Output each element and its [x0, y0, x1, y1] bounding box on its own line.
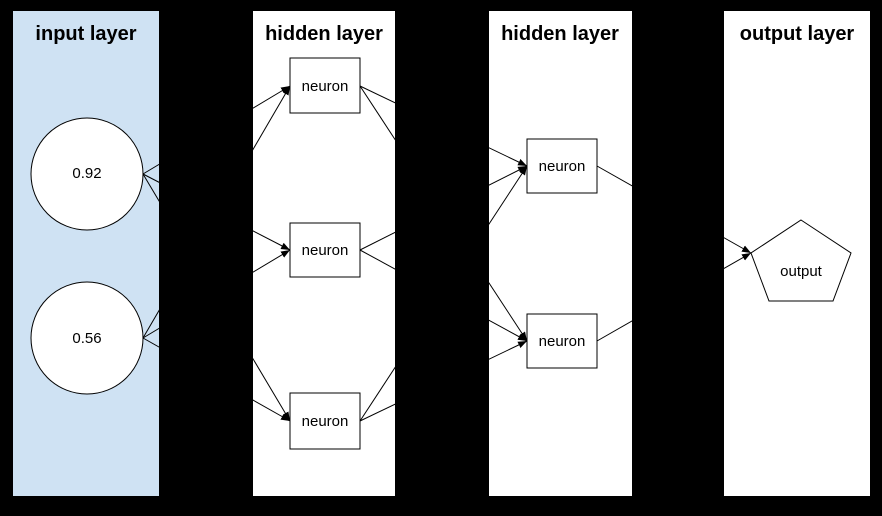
edge-hidden1b-to-hidden2b	[359, 249, 528, 342]
hidden-layer-1-title: hidden layer	[265, 23, 383, 45]
hidden2-node-1-label: neuron	[539, 158, 586, 175]
hidden2-node-2-box	[526, 313, 598, 369]
input-node-2-circle	[30, 281, 144, 395]
hidden1-node-3-box	[289, 392, 361, 450]
edge-hidden1c-to-hidden2a	[359, 165, 528, 422]
output-node-pentagon	[750, 219, 852, 302]
edge-hidden1a-to-hidden2a	[359, 85, 528, 167]
edge-input2-to-hidden1c	[142, 337, 291, 422]
edge-hidden1c-to-hidden2b	[359, 340, 528, 422]
panel-hidden-layer-2	[489, 11, 632, 496]
edge-hidden1a-to-hidden2b	[359, 85, 528, 342]
edge-hidden2a-to-output	[596, 165, 752, 254]
hidden1-node-1-box	[289, 57, 361, 114]
input-node-1-circle	[30, 117, 144, 231]
hidden1-node-2-box	[289, 222, 361, 278]
hidden1-node-1-label: neuron	[302, 78, 349, 95]
edge-hidden2b-to-output	[596, 252, 752, 342]
hidden2-node-1-box	[526, 138, 598, 194]
hidden-layer-2-title: hidden layer	[501, 23, 619, 45]
hidden2-node-2-label: neuron	[539, 333, 586, 350]
hidden1-node-3-label: neuron	[302, 413, 349, 430]
output-layer-title: output layer	[740, 23, 855, 45]
hidden1-node-2-label: neuron	[302, 242, 349, 259]
input-node-1-value: 0.92	[72, 165, 101, 182]
edge-hidden1b-to-hidden2a	[359, 165, 528, 251]
edge-input2-to-hidden1a	[142, 85, 291, 339]
input-layer-title: input layer	[35, 23, 136, 45]
edge-input1-to-hidden1a	[142, 85, 291, 175]
edge-input2-to-hidden1b	[142, 249, 291, 339]
panel-input-layer	[13, 11, 159, 496]
output-node-label: output	[780, 263, 823, 280]
edge-input1-to-hidden1c	[142, 173, 291, 422]
input-node-2-value: 0.56	[72, 330, 101, 347]
